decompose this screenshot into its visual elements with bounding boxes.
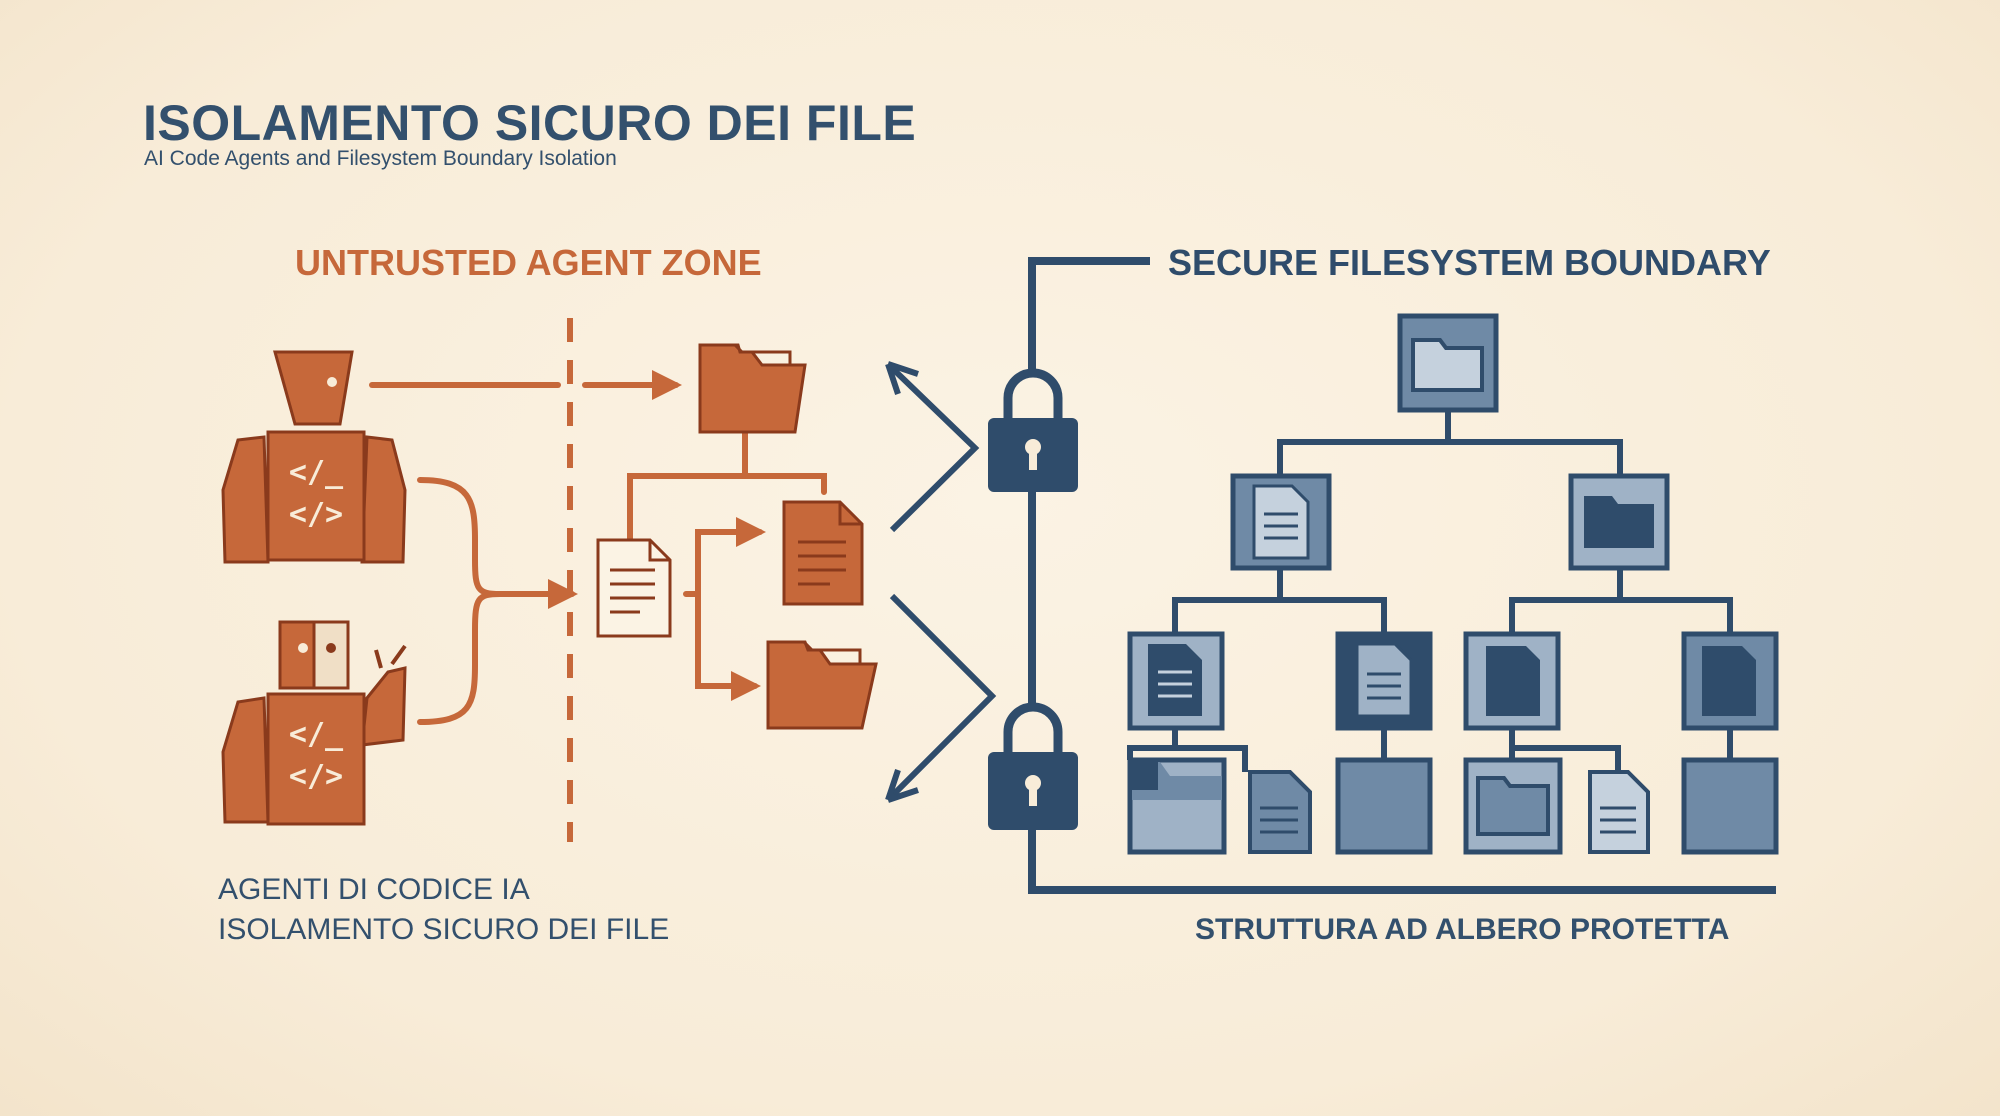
tree-file-node-level3-f xyxy=(1681,757,1779,855)
orange-document-icon xyxy=(782,500,864,606)
secure-boundary-label: SECURE FILESYSTEM BOUNDARY xyxy=(1168,242,1771,283)
page-subtitle: AI Code Agents and Filesystem Boundary I… xyxy=(144,147,617,170)
tree-folder-node-level3-d xyxy=(1463,757,1563,855)
agents-caption-line1: AGENTI DI CODICE IA xyxy=(218,873,530,906)
tree-document-node-level2-a xyxy=(1127,631,1225,731)
tree-document-node-level3-b xyxy=(1248,770,1312,854)
tree-document-node-level1 xyxy=(1230,473,1332,571)
tree-folder-node-level3-a xyxy=(1127,757,1227,855)
robot2-code-bottom: </> xyxy=(289,759,343,794)
tree-file-node-level3-c xyxy=(1335,757,1433,855)
orange-folder-icon-bottom xyxy=(766,640,878,730)
tree-document-node-level2-b xyxy=(1335,631,1433,731)
robot1-code-top: </_ xyxy=(289,455,344,490)
document-icon-center xyxy=(596,538,672,638)
page-title: ISOLAMENTO SICURO DEI FILE xyxy=(143,95,917,151)
tree-folder-node-level1 xyxy=(1568,473,1670,571)
untrusted-zone-label: UNTRUSTED AGENT ZONE xyxy=(295,242,762,283)
robot-agent-icon-2: </_ </> xyxy=(221,620,407,826)
robot-agent-icon-1: </_ </> xyxy=(221,350,407,564)
deflect-arrow-bottom xyxy=(885,593,997,803)
tree-file-node-level2-c xyxy=(1463,631,1561,731)
tree-document-node-level3-e xyxy=(1588,770,1650,854)
robot2-code-top: </_ xyxy=(289,717,344,752)
lock-icon-top xyxy=(988,368,1078,492)
tree-root-folder-icon xyxy=(1397,313,1499,413)
tree-connectors xyxy=(1127,410,1733,772)
filesystem-boundary-bracket xyxy=(1028,257,1776,894)
deflect-arrow-top xyxy=(885,361,980,533)
orange-folder-icon-top xyxy=(698,343,807,434)
tree-caption: STRUTTURA AD ALBERO PROTETTA xyxy=(1195,913,1730,946)
robot1-code-bottom: </> xyxy=(289,497,343,532)
agents-caption-line2: ISOLAMENTO SICURO DEI FILE xyxy=(218,913,670,946)
lock-icon-bottom xyxy=(988,702,1078,830)
tree-file-node-level2-d xyxy=(1681,631,1779,731)
